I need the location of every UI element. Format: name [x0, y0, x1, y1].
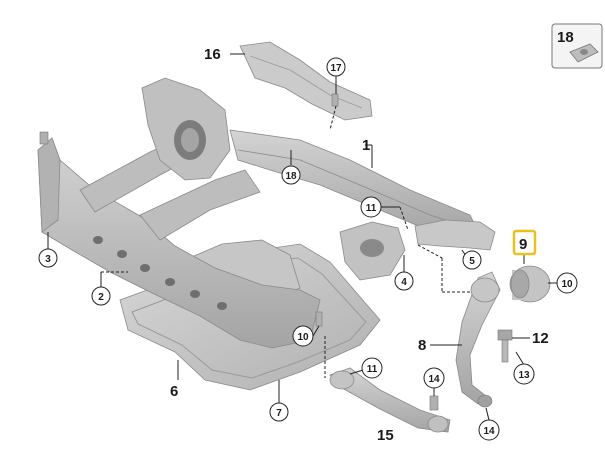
circle-2: 2: [91, 286, 111, 306]
cross-tube-rear: [139, 169, 261, 241]
label-9: 9: [519, 236, 527, 253]
inset-box-18: 18: [551, 23, 603, 69]
svg-text:2: 2: [98, 292, 104, 303]
svg-text:5: 5: [469, 256, 475, 267]
svg-text:4: 4: [401, 277, 407, 288]
svg-text:3: 3: [45, 254, 51, 265]
circle-10a: 10: [556, 272, 578, 294]
arm-8-bushing: [470, 277, 500, 303]
svg-text:13: 13: [518, 370, 530, 381]
part-numbers: 16 1 6 8 12 15: [170, 46, 549, 444]
bolt-14a: [429, 395, 439, 411]
svg-text:14: 14: [483, 426, 495, 437]
label-15: 15: [377, 427, 394, 444]
circle-4: 4: [394, 271, 414, 291]
circle-3: 3: [38, 248, 58, 268]
circled-labels: 17 18 3 2 11 4 5 10: [38, 57, 578, 441]
svg-text:14: 14: [428, 374, 440, 385]
rail-upright: [37, 137, 61, 233]
circle-18: 18: [281, 165, 301, 185]
circle-10b: 10: [292, 325, 314, 347]
circle-11a: 11: [360, 196, 382, 218]
label-6: 6: [170, 383, 178, 400]
circle-14b: 14: [478, 419, 500, 441]
circle-13: 13: [513, 363, 535, 385]
link-arm-15: [329, 367, 451, 433]
label-8: 8: [418, 337, 426, 354]
svg-text:10: 10: [561, 279, 573, 290]
bolt-17: [331, 93, 339, 107]
label-1: 1: [362, 137, 370, 154]
leader-lines: [47, 53, 557, 421]
svg-text:11: 11: [367, 364, 378, 375]
bolt-12: [497, 329, 513, 363]
inset-label-18: 18: [557, 29, 574, 46]
label-16: 16: [204, 46, 221, 63]
cross-beam-edge: [237, 149, 471, 229]
post-3: [39, 131, 49, 145]
label-12: 12: [532, 330, 549, 347]
label-9-highlight: 9: [512, 229, 537, 256]
circle-7: 7: [269, 402, 289, 422]
circle-17: 17: [326, 57, 346, 77]
svg-text:7: 7: [276, 408, 282, 419]
circle-5: 5: [462, 250, 482, 270]
rail-holes: [93, 236, 227, 310]
svg-text:18: 18: [285, 171, 297, 182]
svg-text:11: 11: [366, 203, 377, 214]
bolt-10b: [315, 311, 323, 327]
svg-text:17: 17: [330, 63, 342, 74]
circle-11b: 11: [361, 357, 383, 379]
heat-shield: [239, 41, 373, 121]
svg-text:10: 10: [297, 332, 309, 343]
bracket-5: [414, 219, 496, 251]
circle-14a: 14: [423, 367, 445, 389]
